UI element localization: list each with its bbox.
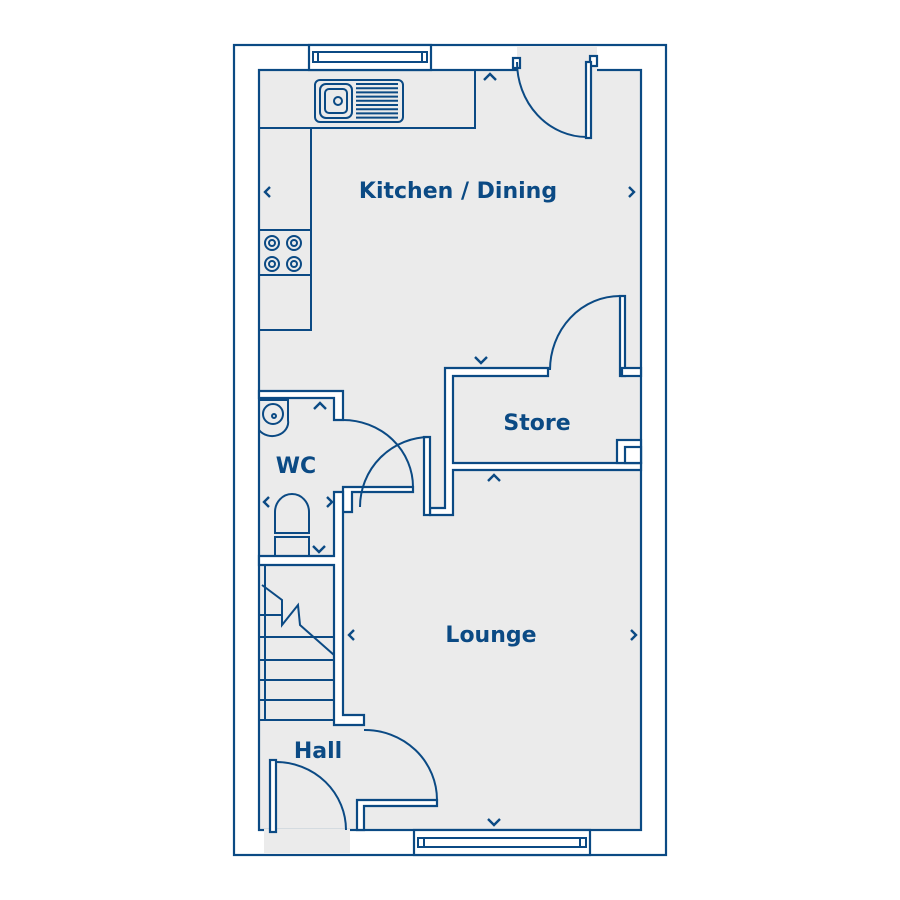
lounge-window <box>412 828 592 857</box>
sink-icon <box>314 79 404 123</box>
basin-icon <box>258 399 290 438</box>
dimension-markers <box>262 72 638 827</box>
kitchen-worktop <box>259 70 476 331</box>
room-label-wc: WC <box>276 454 316 479</box>
room-label-hall: Hall <box>294 739 342 764</box>
staircase <box>258 564 335 721</box>
front-door <box>268 758 347 834</box>
store-walls <box>428 294 643 517</box>
lounge-door <box>355 728 439 832</box>
room-label-kitchen-dining: Kitchen / Dining <box>359 179 557 204</box>
hob-icon <box>264 235 302 272</box>
room-label-store: Store <box>503 411 570 436</box>
room-label-lounge: Lounge <box>445 623 536 648</box>
back-door <box>511 54 599 140</box>
kitchen-window <box>307 43 433 72</box>
toilet-icon <box>274 493 310 557</box>
